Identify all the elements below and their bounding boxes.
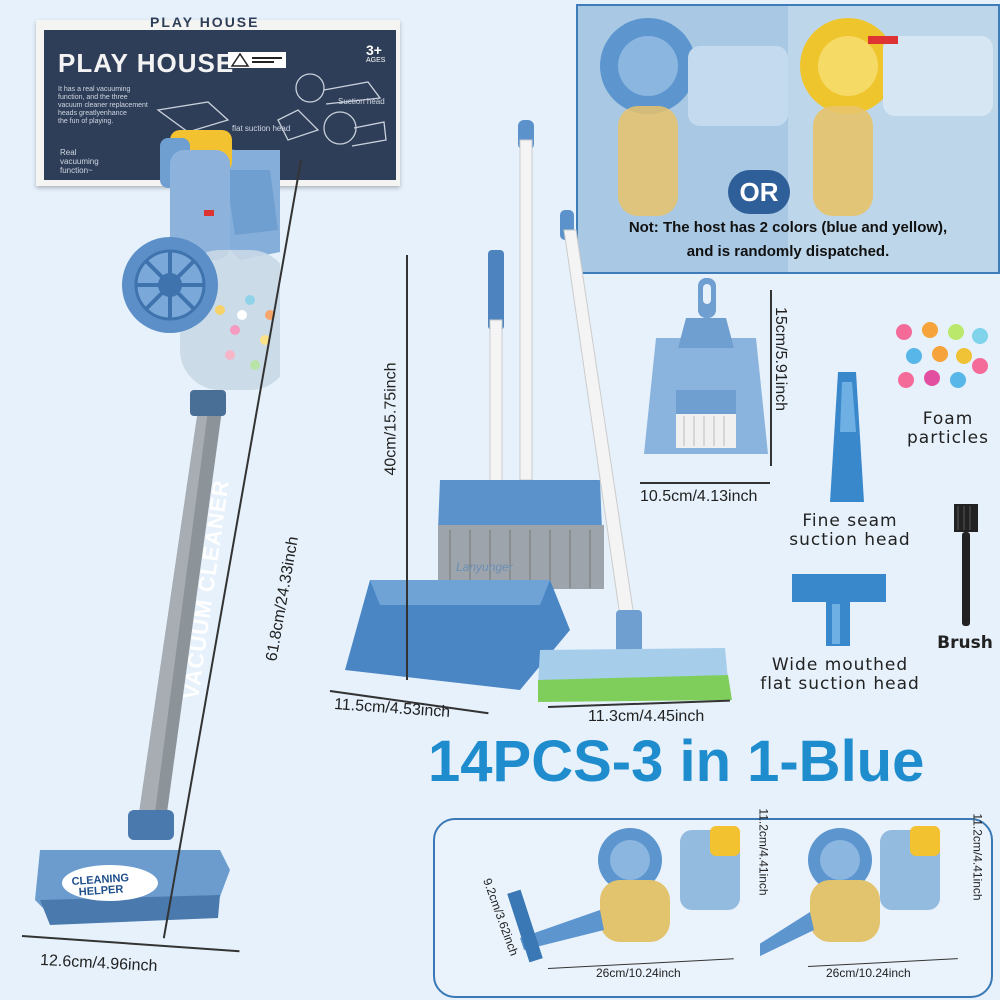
foam-particles-icon [896,322,988,388]
broom-height-dim: 40cm/15.75inch [382,362,400,476]
handheld-with-fine-head [760,826,940,957]
host-length-dim-2: 26cm/10.24inch [826,966,911,980]
box-label-suction-head: Suction head [338,97,385,106]
host-height-dim-2: 11.2cm/4.41inch [970,813,985,901]
fine-seam-head-icon [830,372,864,502]
hand-dustpan-brush [644,278,768,454]
color-variant-inset: OR Not: The host has 2 colors (blue and … [576,4,1000,274]
color-note: Not: The host has 2 colors (blue and yel… [628,219,948,260]
vacuum-cleaner: VACUUM CLEANER [35,130,280,925]
product-headline: 14PCS-3 in 1-Blue [428,729,925,794]
host-height-dim-1: 11.2cm/4.41inch [756,808,771,896]
broom-dustpan-mop [345,120,732,702]
wide-mouthed-head-icon [792,574,886,646]
age-badge-sub: AGES [366,57,386,64]
hand-pan-height-dim: 15cm/5.91inch [772,306,790,412]
brush-icon [954,504,978,626]
host-color-photos [578,6,998,272]
hand-pan-width-line [640,482,770,484]
box-top-title: PLAY HOUSE [150,14,260,30]
broom-height-line [406,255,408,680]
brush-label: Brush [937,633,993,653]
hand-pan-height-line [770,290,772,466]
box-label-flat-head: flat suction head [232,124,291,133]
box-title: PLAY HOUSE [58,48,235,78]
vacuum-width-dim: 12.6cm/4.96inch [39,951,158,976]
watermark: Lanyunger [456,560,513,574]
mop-width-dim: 11.3cm/4.45inch [588,708,705,725]
warning-icon [228,52,286,68]
hand-pan-width-dim: 10.5cm/4.13inch [640,488,758,505]
or-label: OR [728,170,790,214]
age-badge: 3+ [366,42,382,58]
host-length-dim-1: 26cm/10.24inch [596,966,681,980]
handheld-with-flat-head [507,826,740,963]
